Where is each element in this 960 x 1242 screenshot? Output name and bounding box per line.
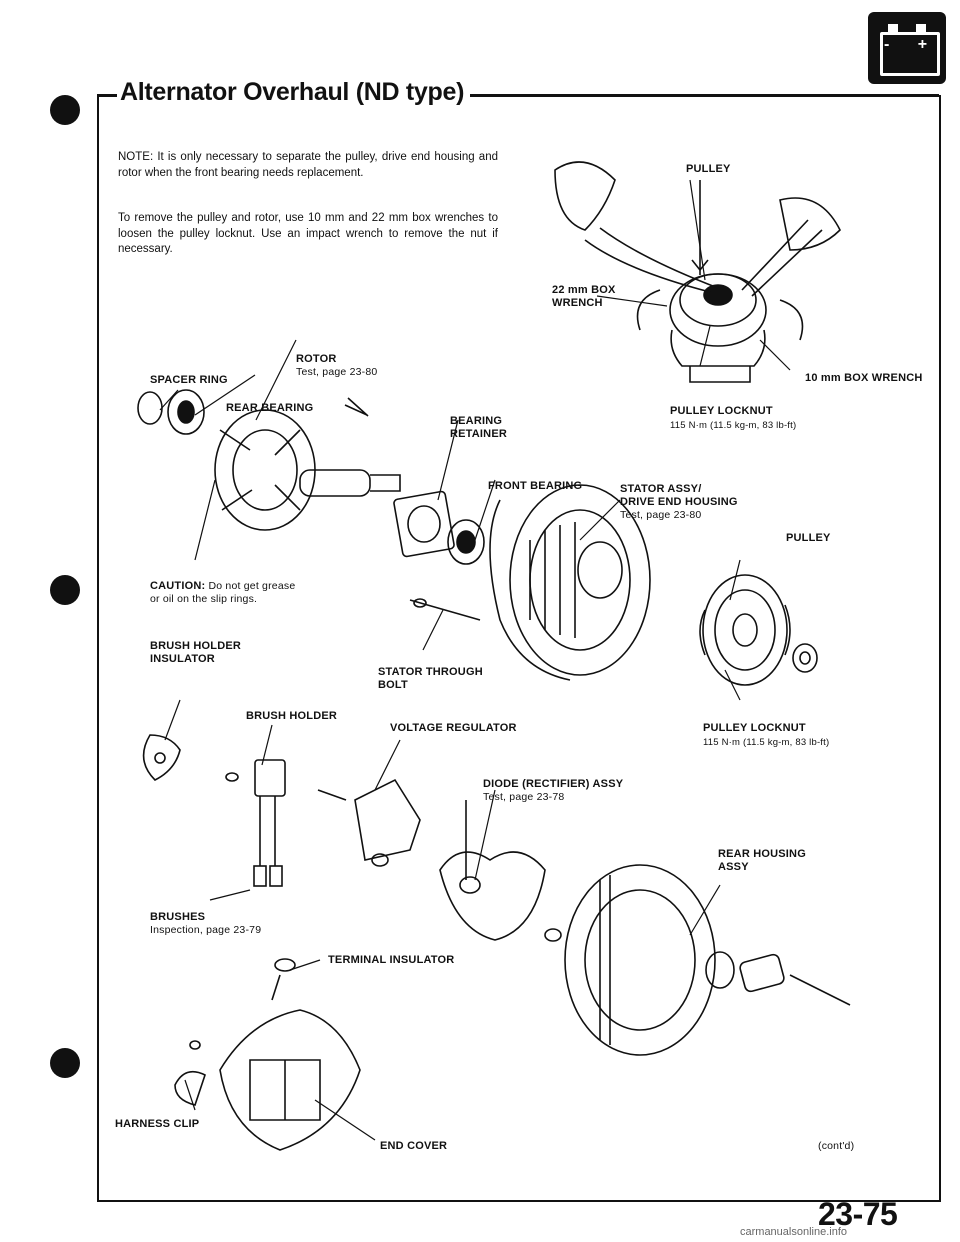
note-paragraph: NOTE: It is only necessary to separate t… — [118, 151, 498, 179]
label-22mm-box-wrench: 22 mm BOX WRENCH — [552, 284, 616, 309]
label-spacer-ring: SPACER RING — [150, 374, 228, 386]
label-rear-housing: REAR HOUSING ASSY — [718, 848, 806, 873]
label-end-cover: END COVER — [380, 1140, 448, 1152]
label-rear-bearing: REAR BEARING — [226, 402, 314, 414]
label-bearing-retainer: BEARING RETAINER — [450, 415, 508, 440]
frame-top-left — [97, 94, 117, 97]
label-pulley-locknut-mid: PULLEY LOCKNUT — [703, 722, 806, 734]
label-caution: CAUTION: Do not get grease or oil on the… — [150, 580, 296, 605]
section-bullet-1 — [50, 95, 80, 125]
pulley-removal-illustration — [554, 161, 841, 383]
label-pulley-locknut-mid-torque: 115 N·m (11.5 kg-m, 83 lb-ft) — [703, 737, 830, 748]
label-diode-assy: DIODE (RECTIFIER) ASSY — [483, 778, 624, 790]
end-cover-illustration — [174, 958, 361, 1151]
label-contd: (cont'd) — [818, 1140, 855, 1152]
label-pulley-locknut-top-torque: 115 N·m (11.5 kg-m, 83 lb-ft) — [670, 420, 797, 431]
watermark: carmanualsonline.info — [740, 1226, 848, 1238]
section-bullet-3 — [50, 1048, 80, 1078]
label-stator-through-bolt: STATOR THROUGH BOLT — [378, 666, 483, 691]
section-bullet-2 — [50, 575, 80, 605]
label-terminal-insulator: TERMINAL INSULATOR — [328, 954, 455, 966]
label-rotor: ROTOR — [296, 353, 337, 365]
leader-lines — [159, 179, 791, 1141]
battery-signs: - + — [884, 36, 940, 53]
label-brush-holder: BRUSH HOLDER — [246, 710, 338, 722]
rear-housing-illustration — [544, 864, 851, 1056]
instruction-paragraph: To remove the pulley and rotor, use 10 m… — [118, 212, 498, 255]
rotor-illustration — [137, 389, 401, 531]
brush-holder-insulator-illustration — [142, 734, 181, 781]
label-brushes-inspection: Inspection, page 23-79 — [150, 924, 262, 936]
battery-icon: - + — [868, 12, 946, 84]
label-brush-holder-insulator: BRUSH HOLDER INSULATOR — [150, 640, 242, 665]
label-diode-test: Test, page 23-78 — [483, 791, 565, 803]
voltage-regulator-illustration — [317, 778, 421, 867]
label-harness-clip: HARNESS CLIP — [115, 1118, 200, 1130]
label-brushes: BRUSHES — [150, 911, 206, 923]
label-pulley-locknut-top: PULLEY LOCKNUT — [670, 405, 773, 417]
label-front-bearing: FRONT BEARING — [488, 480, 583, 492]
bearing-retainer-illustration — [344, 397, 485, 565]
pulley-illustration — [699, 574, 818, 686]
label-stator-assy: STATOR ASSY/ DRIVE END HOUSING — [620, 483, 738, 508]
diode-assembly-illustration — [439, 800, 546, 941]
frame-top-right — [470, 94, 939, 97]
label-rotor-test: Test, page 23-80 — [296, 366, 378, 378]
label-10mm-box-wrench: 10 mm BOX WRENCH — [805, 372, 923, 384]
label-pulley-mid: PULLEY — [786, 532, 831, 544]
section-frame — [97, 95, 941, 1202]
page-title: Alternator Overhaul (ND type) — [118, 78, 471, 107]
label-stator-test: Test, page 23-80 — [620, 509, 702, 521]
page-number: 23-75 — [818, 1196, 898, 1232]
brush-holder-illustration — [225, 759, 286, 887]
label-pulley-top: PULLEY — [686, 163, 731, 175]
stator-housing-illustration — [409, 484, 651, 681]
label-voltage-regulator: VOLTAGE REGULATOR — [390, 722, 517, 734]
